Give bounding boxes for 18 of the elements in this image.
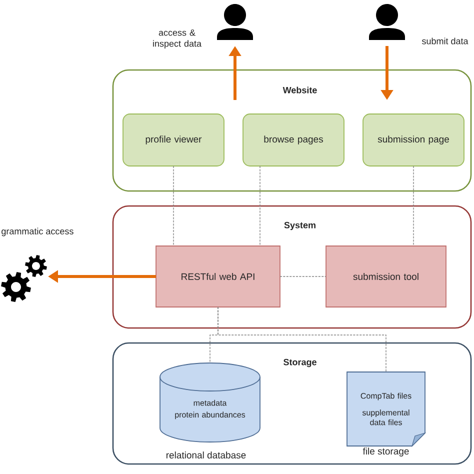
process-box: profile viewer	[122, 114, 224, 166]
person-icon	[217, 4, 253, 40]
dashed-line	[173, 166, 174, 246]
dashed-line	[218, 306, 386, 372]
process-box: browse pages	[242, 114, 344, 166]
person-icon	[369, 4, 405, 40]
caption-text: submit data	[422, 38, 468, 44]
gears-icon	[1, 255, 47, 302]
dashed-line	[413, 166, 414, 246]
database-cylinder: metadata protein abundances	[160, 362, 260, 442]
process-box: submission page	[362, 114, 464, 166]
caption-text: access & inspect data	[153, 29, 202, 49]
caption-text: grammatic access	[2, 228, 74, 236]
process-box: RESTful web API	[156, 246, 280, 308]
process-box: submission tool	[326, 246, 446, 308]
caption-text: file storage	[362, 448, 409, 456]
dashed-line	[280, 276, 326, 277]
caption-text: relational database	[166, 452, 246, 458]
